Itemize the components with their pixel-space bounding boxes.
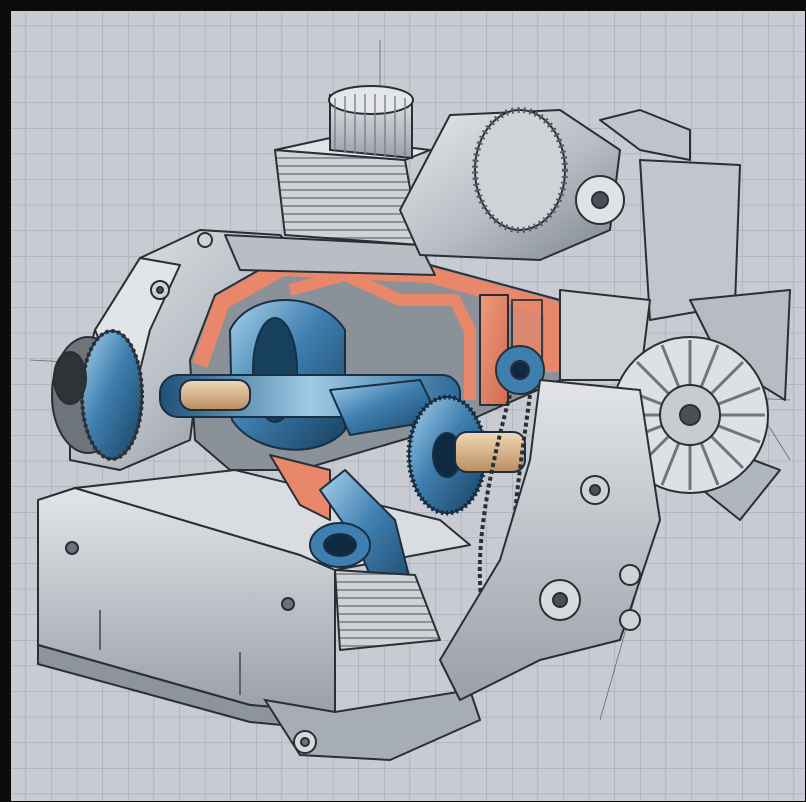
flywheel bbox=[51, 329, 144, 461]
connecting-rod bbox=[309, 469, 441, 651]
alternator bbox=[399, 107, 691, 261]
crankshaft bbox=[159, 299, 526, 516]
filler-cap bbox=[328, 85, 414, 160]
fan-hub bbox=[611, 336, 769, 494]
paper-border bbox=[9, 9, 806, 802]
oil-pan bbox=[37, 469, 471, 731]
lower-housing bbox=[262, 688, 482, 762]
accessory-housing bbox=[439, 379, 661, 701]
